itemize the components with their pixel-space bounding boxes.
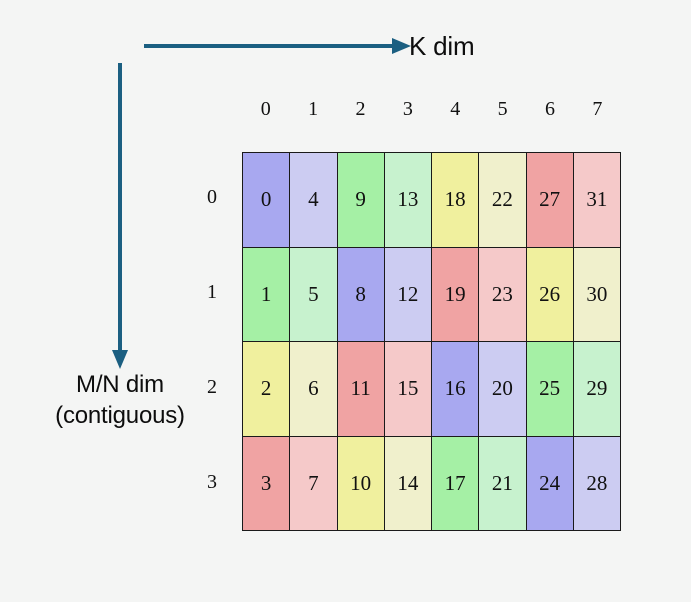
matrix-cell-r1-c2[interactable]: 8 — [336, 246, 385, 342]
column-header-4: 4 — [450, 98, 461, 120]
matrix-cell-r2-c3[interactable]: 15 — [383, 341, 433, 437]
matrix-cell-r3-c3[interactable]: 14 — [383, 435, 433, 531]
matrix-cell-r1-c4[interactable]: 19 — [430, 246, 480, 342]
column-header-5: 5 — [497, 98, 508, 120]
matrix-cell-r2-c5[interactable]: 20 — [478, 341, 527, 437]
row-header-2: 2 — [207, 375, 217, 398]
column-header-2: 2 — [355, 98, 366, 120]
mn-dim-label: M/N dim (contiguous) — [0, 370, 240, 431]
matrix-cell-r1-c3[interactable]: 12 — [383, 246, 433, 342]
matrix-cell-r0-c1[interactable]: 4 — [289, 152, 338, 248]
column-header-3: 3 — [402, 98, 413, 120]
matrix-cell-r3-c2[interactable]: 10 — [336, 435, 385, 531]
column-header-0: 0 — [260, 98, 271, 120]
matrix-cell-r0-c5[interactable]: 22 — [478, 152, 527, 248]
column-header-7: 7 — [592, 98, 603, 120]
row-header-3: 3 — [207, 470, 217, 493]
matrix-cell-r0-c0[interactable]: 0 — [241, 152, 291, 248]
matrix-cell-r0-c3[interactable]: 13 — [383, 152, 433, 248]
matrix-cell-r3-c7[interactable]: 28 — [572, 435, 622, 531]
matrix-cell-r2-c6[interactable]: 25 — [525, 341, 574, 437]
column-header-6: 6 — [544, 98, 555, 120]
matrix-cell-r3-c6[interactable]: 24 — [525, 435, 574, 531]
matrix-cell-r1-c0[interactable]: 1 — [241, 246, 291, 342]
mn-dim-arrow — [112, 63, 128, 369]
mn-dim-label-line2: (contiguous) — [55, 401, 185, 429]
matrix-cell-r2-c4[interactable]: 16 — [430, 341, 480, 437]
matrix-cell-r3-c4[interactable]: 17 — [430, 435, 480, 531]
row-header-0: 0 — [207, 186, 217, 209]
matrix-cell-r2-c2[interactable]: 11 — [336, 341, 385, 437]
matrix-cell-r3-c5[interactable]: 21 — [478, 435, 527, 531]
matrix-cell-r2-c0[interactable]: 2 — [241, 341, 291, 437]
matrix-cell-r1-c5[interactable]: 23 — [478, 246, 527, 342]
matrix-cell-r2-c1[interactable]: 6 — [289, 341, 338, 437]
row-header-1: 1 — [207, 281, 217, 304]
matrix-cell-r0-c6[interactable]: 27 — [525, 152, 574, 248]
matrix-cell-r0-c2[interactable]: 9 — [336, 152, 385, 248]
column-header-1: 1 — [308, 98, 319, 120]
matrix-cell-r3-c1[interactable]: 7 — [289, 435, 338, 531]
matrix-cell-r3-c0[interactable]: 3 — [241, 435, 291, 531]
matrix-cell-r0-c7[interactable]: 31 — [572, 152, 622, 248]
matrix-cell-r1-c1[interactable]: 5 — [289, 246, 338, 342]
matrix-cell-r1-c7[interactable]: 30 — [572, 246, 622, 342]
matrix-cell-r1-c6[interactable]: 26 — [525, 246, 574, 342]
k-dim-arrow — [144, 38, 411, 54]
matrix-cell-r0-c4[interactable]: 18 — [430, 152, 480, 248]
mn-dim-label-line1: M/N dim — [76, 371, 164, 398]
matrix-cell-r2-c7[interactable]: 29 — [572, 341, 622, 437]
k-dim-label: K dim — [409, 31, 475, 61]
